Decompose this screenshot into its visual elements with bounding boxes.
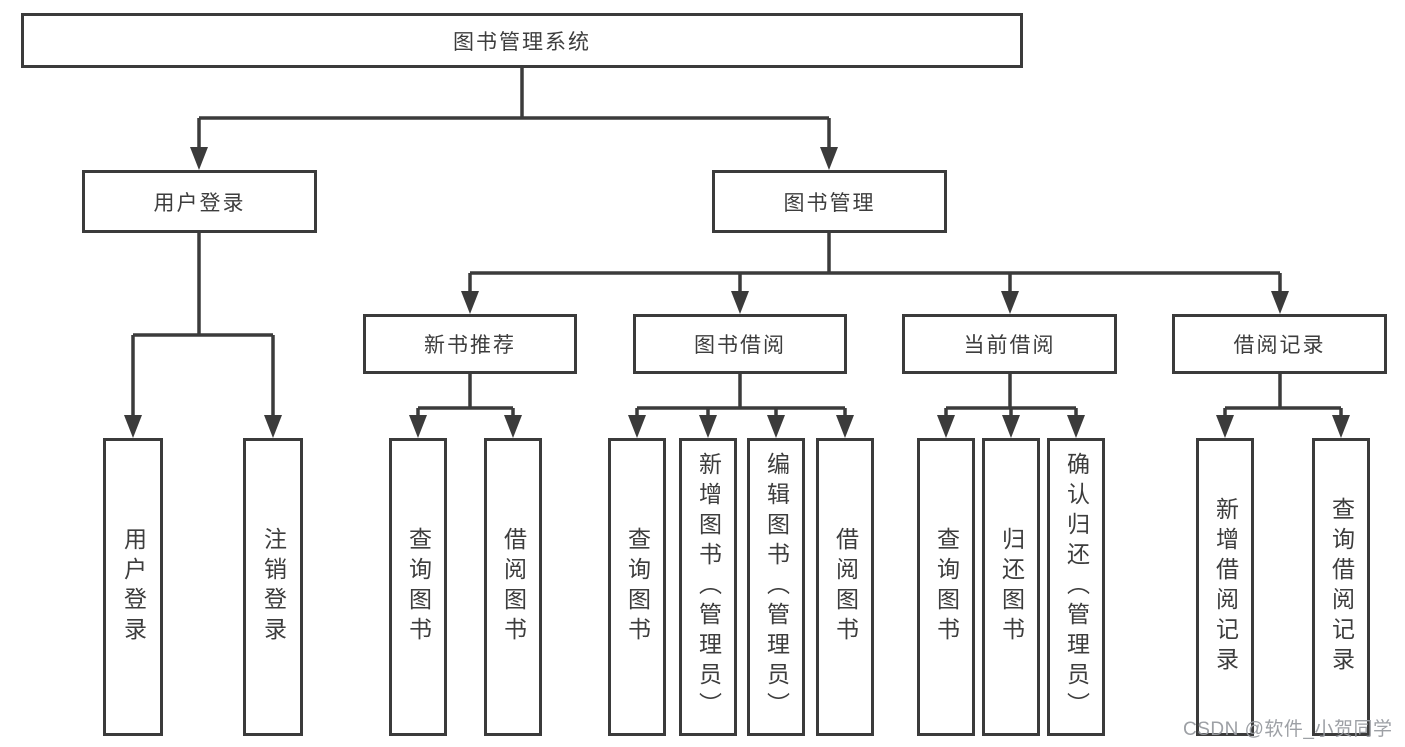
leaf-confirm-return-admin: 确认归还（管理员） [1047, 438, 1105, 736]
leaf-user-login: 用户登录 [103, 438, 163, 736]
leaf-query-borrow-record: 查询借阅记录 [1312, 438, 1370, 736]
node-borrow-record: 借阅记录 [1172, 314, 1387, 374]
watermark: CSDN @软件_小贺同学 [1183, 719, 1393, 740]
leaf-borrow-books-recommend: 借阅图书 [484, 438, 542, 736]
leaf-borrow-books: 借阅图书 [816, 438, 874, 736]
leaf-query-books-recommend: 查询图书 [389, 438, 447, 736]
leaf-add-book-admin: 新增图书（管理员） [679, 438, 737, 736]
leaf-query-books-borrow: 查询图书 [608, 438, 666, 736]
node-book-management: 图书管理 [712, 170, 947, 233]
node-new-book-recommend: 新书推荐 [363, 314, 577, 374]
leaf-query-books-current: 查询图书 [917, 438, 975, 736]
node-user-login: 用户登录 [82, 170, 317, 233]
node-root: 图书管理系统 [21, 13, 1023, 68]
node-current-borrow: 当前借阅 [902, 314, 1117, 374]
node-book-borrow: 图书借阅 [633, 314, 847, 374]
leaf-edit-book-admin: 编辑图书（管理员） [747, 438, 805, 736]
leaf-add-borrow-record: 新增借阅记录 [1196, 438, 1254, 736]
leaf-logout: 注销登录 [243, 438, 303, 736]
leaf-return-book: 归还图书 [982, 438, 1040, 736]
